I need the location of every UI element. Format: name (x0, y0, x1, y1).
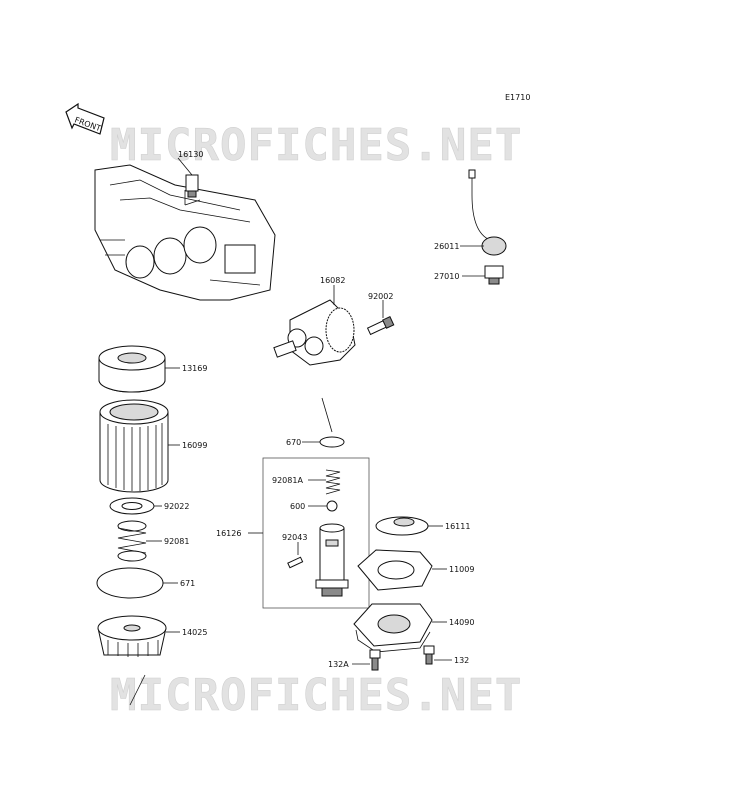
o-ring-670-icon (319, 436, 345, 448)
label-27010: 27010 (434, 272, 459, 281)
pin-92043-icon (287, 556, 304, 569)
oil-filter-16099-icon (99, 399, 169, 493)
label-13169: 13169 (182, 364, 207, 373)
label-11009: 11009 (449, 565, 474, 574)
label-14025: 14025 (182, 628, 207, 637)
ball-600-icon (326, 500, 338, 512)
relief-valve-body-icon (315, 523, 349, 597)
oil-pressure-switch-cap-icon (468, 169, 507, 256)
label-132: 132 (454, 656, 469, 665)
label-92043: 92043 (282, 533, 307, 542)
plug-16130-icon (185, 174, 199, 198)
bolt-92002-icon (366, 316, 395, 336)
label-600: 600 (290, 502, 305, 511)
label-26011: 26011 (434, 242, 459, 251)
washer-92022-icon (109, 497, 155, 515)
crankcase-icon (94, 164, 276, 301)
label-16099: 16099 (182, 441, 207, 450)
oil-pressure-switch-icon (484, 265, 504, 285)
filter-cap-13169-icon (98, 345, 166, 393)
label-16111: 16111 (445, 522, 470, 531)
oil-screen-16111-icon (375, 516, 429, 536)
pump-cover-14090-icon (353, 603, 433, 653)
filter-cover-14025-icon (97, 615, 167, 657)
o-ring-671-icon (96, 567, 164, 599)
label-670: 670 (286, 438, 301, 447)
front-arrow-icon: FRONT (65, 102, 105, 135)
label-16130: 16130 (178, 150, 203, 159)
watermark-top: MICROFICHES.NET (110, 120, 522, 171)
label-14090: 14090 (449, 618, 474, 627)
spring-92081a-icon (325, 469, 341, 495)
label-92022: 92022 (164, 502, 189, 511)
label-132a: 132A (328, 660, 349, 669)
oil-pump-icon (273, 299, 356, 366)
bolt-132a-icon (369, 649, 381, 671)
gasket-11009-icon (357, 549, 433, 591)
label-92081a: 92081A (272, 476, 303, 485)
label-16126: 16126 (216, 529, 241, 538)
label-671: 671 (180, 579, 195, 588)
label-92081: 92081 (164, 537, 189, 546)
label-92002: 92002 (368, 292, 393, 301)
spring-92081-icon (117, 520, 147, 562)
bolt-132-icon (423, 645, 435, 665)
diagram-code: E1710 (505, 93, 530, 102)
watermark-bottom: MICROFICHES.NET (110, 670, 522, 721)
label-16082: 16082 (320, 276, 345, 285)
